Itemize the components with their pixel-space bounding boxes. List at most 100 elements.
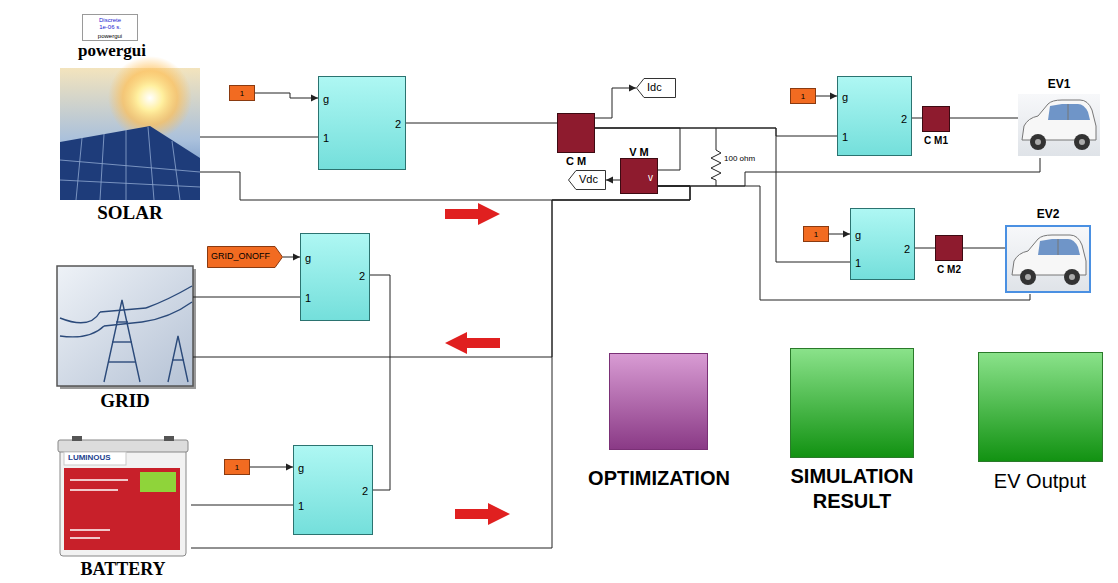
solar-source: SOLAR [60,68,200,228]
result-panel: SIMULATION RESULT [777,348,927,528]
converter-switch: g12 [300,233,370,321]
signal-wire [193,186,690,357]
signal-wire [193,297,300,298]
wire-line [370,275,390,490]
source-label: SOLAR [97,202,162,224]
signal-wire [912,118,922,119]
panel-label: OPTIMIZATION [588,467,730,490]
constant-value: 1 [235,463,239,472]
port-label: 2 [901,113,907,126]
source-label: GRID [100,390,150,412]
ev-illustration [1006,226,1090,292]
constant-block: 1 [229,85,255,101]
constant-value: 1 [240,89,244,98]
signal-wire [595,128,837,136]
signal-wire [915,248,935,249]
port-label: g [305,252,311,265]
arrow-head [830,93,837,100]
load-label: EV2 [1037,208,1060,222]
tag-outline [208,247,283,268]
block-shape [557,113,595,153]
from-tag: GRID_ONOFF [207,246,283,268]
wire-line [200,137,318,138]
block-shape [978,352,1103,462]
block-name: C M2 [937,264,961,276]
solar-illustration [60,56,200,200]
signal-wire [595,85,636,119]
port-label: g [842,91,848,104]
wire-line [406,123,557,124]
goto-tag: Vdc [568,170,606,190]
port-label: 1 [855,257,861,270]
signal-wire [255,93,318,102]
ev-load: EV2 [1005,208,1091,294]
signal-wire [963,248,1005,249]
block-heading: powergui [78,41,146,61]
signal-wire [829,231,850,238]
port-label: 2 [395,118,401,131]
converter-switch: g12 [850,208,915,280]
arrow-head [311,95,318,102]
converter-switch: g 1 2 [293,445,373,535]
port-label: 1 [842,131,848,144]
block-name: powergui [82,33,138,40]
port-label: 2 [362,485,368,498]
constant-block: 1 [224,459,250,475]
signal-wire [191,505,293,506]
voltage-measurement: V Mv [620,146,658,194]
arrow-head [293,254,300,261]
result-panel: EV Output [965,352,1115,497]
wire-line [963,248,1005,249]
signal-wire [406,123,557,124]
converter-switch: g 1 2 [837,76,912,156]
resistor-symbol [711,128,721,186]
arrow-head [606,177,613,184]
port-label: g [298,462,304,475]
current-measurement: C M2 [935,235,963,281]
signal-wire [816,93,837,100]
wire-line [191,505,293,506]
wire-line [915,248,935,249]
port-label: v [648,172,653,184]
signal-wire [250,464,293,471]
constant-value: 1 [814,230,818,239]
wire-line [658,158,1040,186]
constant-block: 1 [803,226,829,242]
block-shape [935,235,963,261]
tag-outline [637,79,676,98]
optimization-block: OPTIMIZATION [584,353,734,498]
port-label: 2 [359,270,365,283]
block-name: C M1 [924,135,948,147]
panel-label: EV Output [994,470,1086,493]
battery-illustration [58,436,188,556]
port-label: g [323,93,329,106]
wire-line [595,128,837,136]
wire-line [595,128,850,262]
block-shape [922,106,950,132]
load-label: EV1 [1048,78,1071,92]
signal-wire [200,137,318,138]
powergui-block: Discrete 1e-06 s.powerguipowergui [78,14,164,64]
wire-line [255,93,318,98]
grid-source: GRID [57,266,193,416]
signal-wire [606,177,620,184]
block-shape [790,348,914,458]
block-name: C M [566,155,586,168]
wire-line [200,172,690,200]
grid-illustration [57,266,196,389]
arrow-head [286,464,293,471]
brand-name: LUMINOUS [68,453,111,462]
constant-value: 1 [801,92,805,101]
tag-outline [569,171,606,190]
port-label: 1 [298,500,304,513]
current-measurement: C M [557,113,595,169]
goto-tag: Idc [636,78,676,98]
signal-wire [658,158,1040,186]
converter-switch: g12 [318,76,406,170]
signal-wire [658,186,1030,300]
signal-wire [283,254,300,261]
tag-name: GRID_ONOFF [211,251,270,261]
